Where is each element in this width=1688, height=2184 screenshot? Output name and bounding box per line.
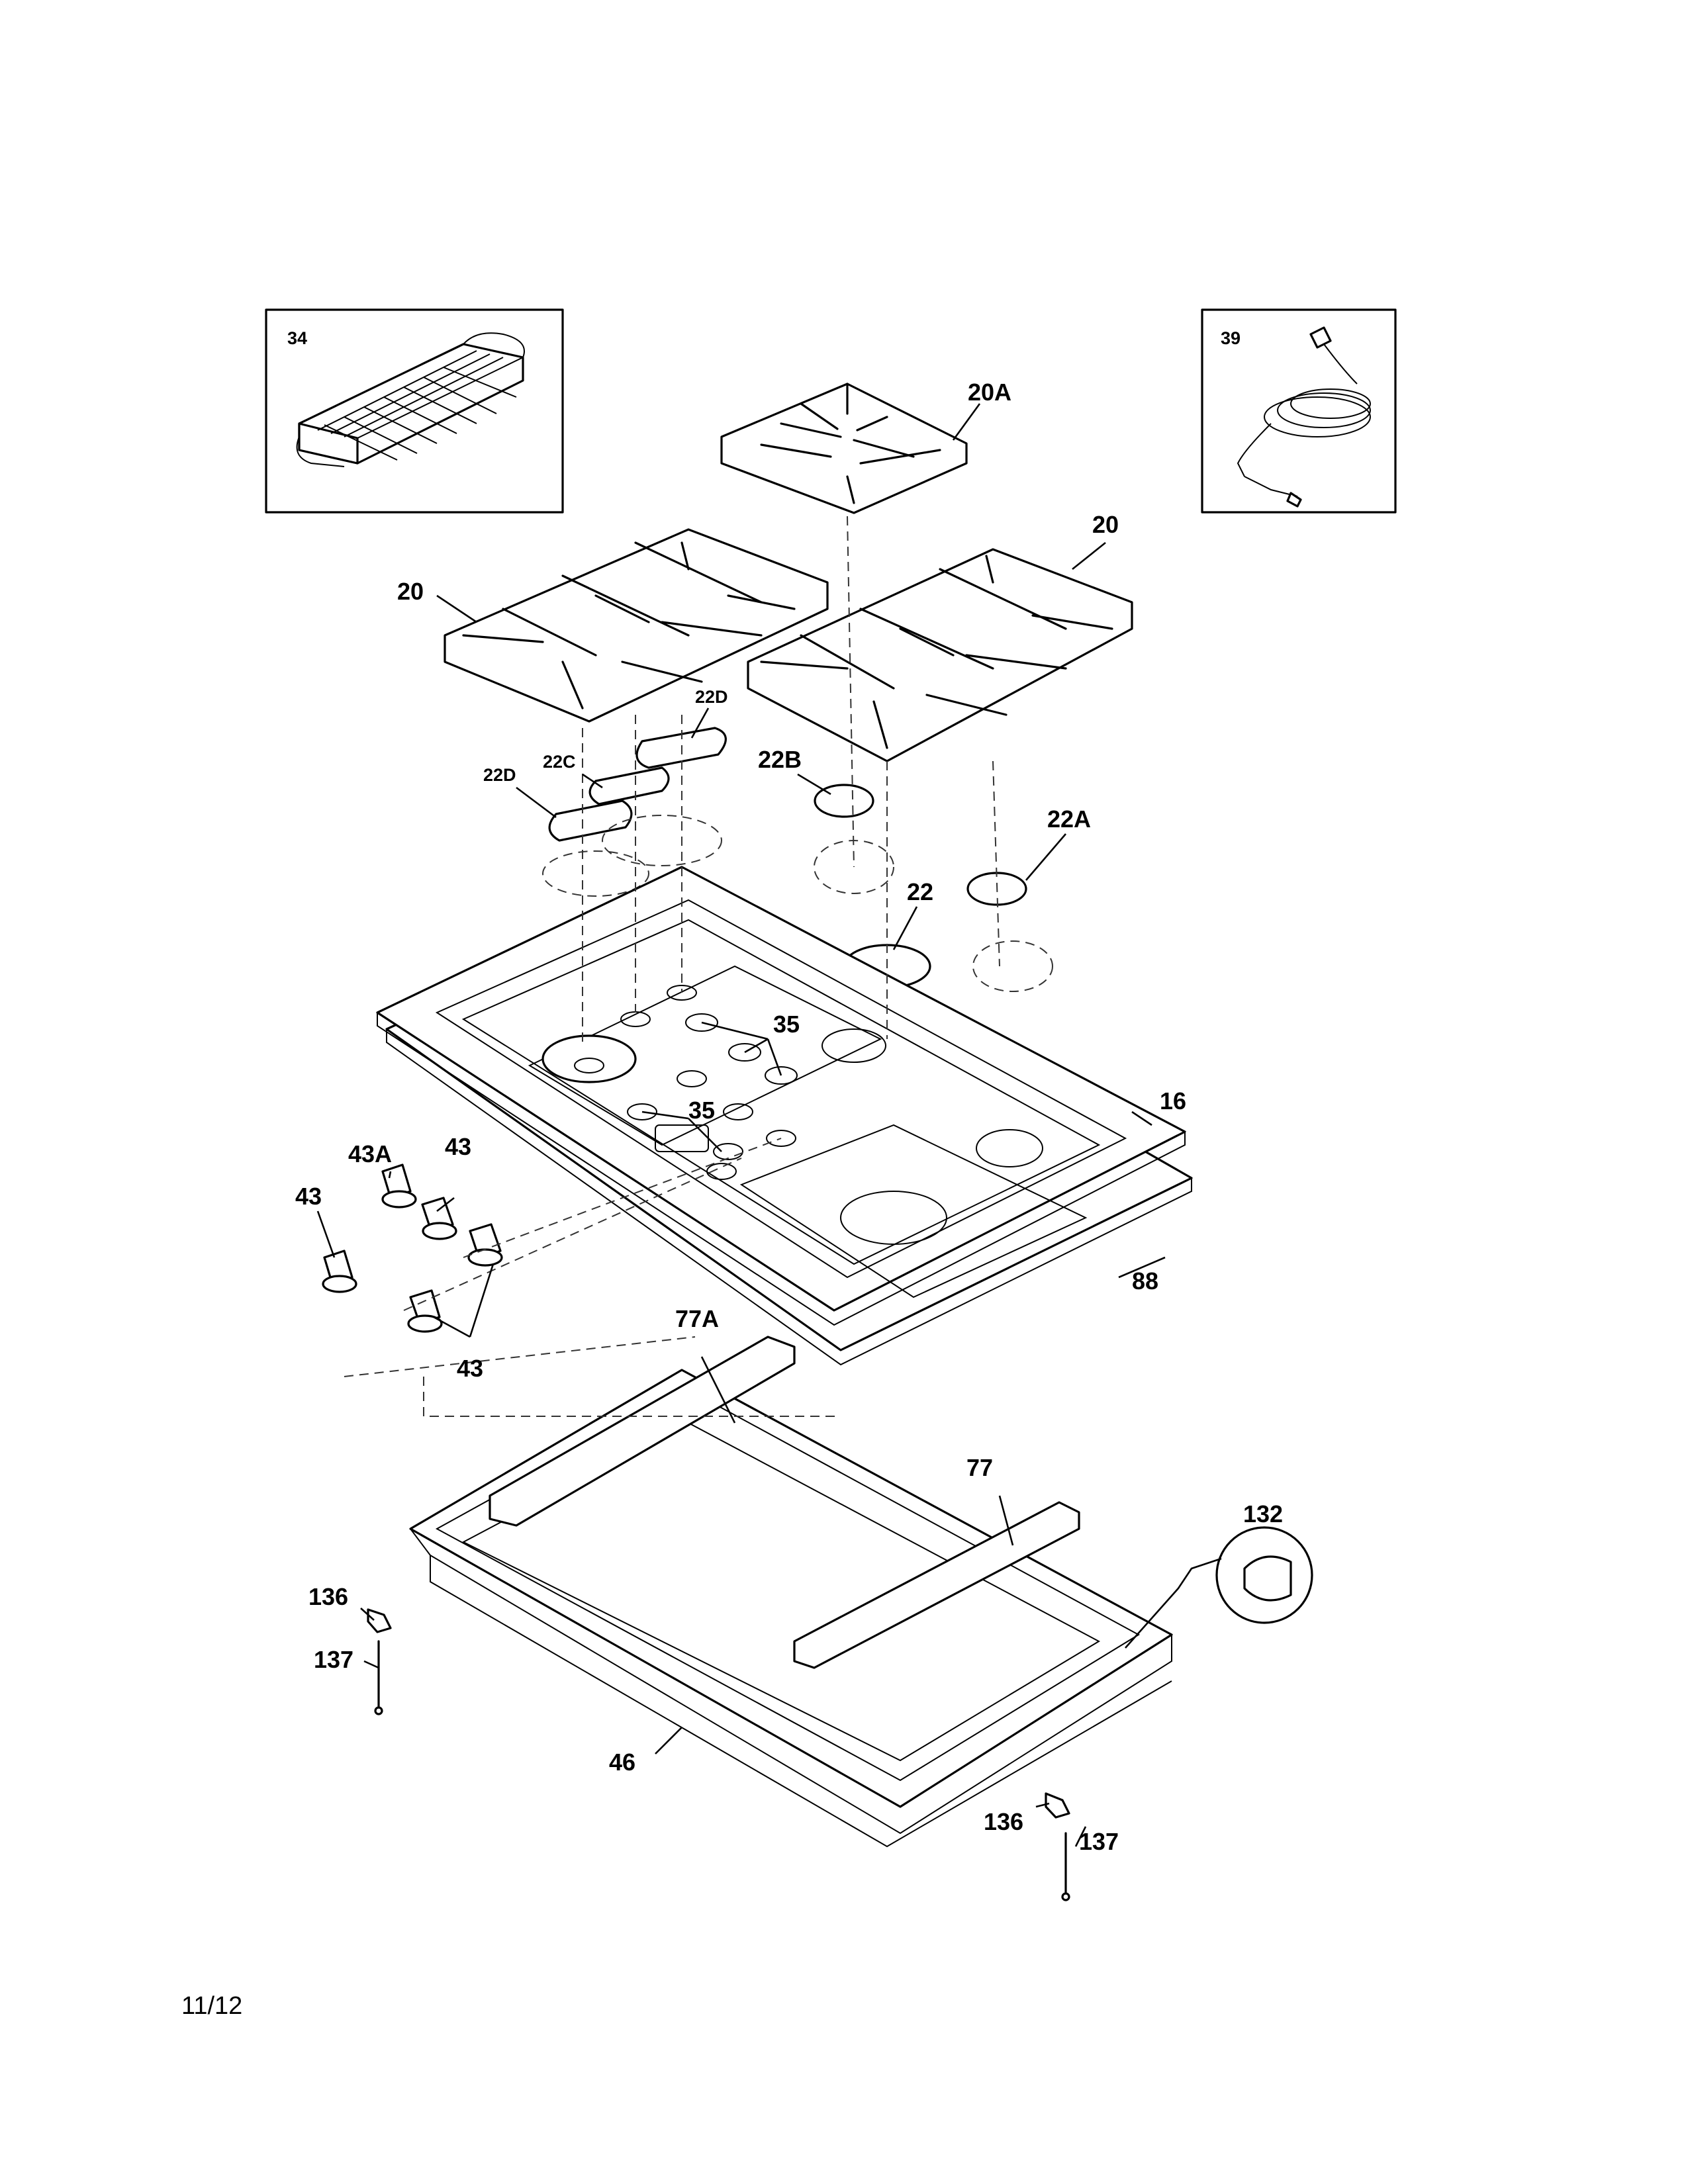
callout-77A: 77A bbox=[675, 1305, 719, 1332]
power-cord-icon bbox=[1237, 326, 1371, 508]
knob-43-lower bbox=[407, 1289, 443, 1333]
callout-77: 77 bbox=[966, 1454, 993, 1481]
callout-46: 46 bbox=[609, 1749, 635, 1776]
callout-22B: 22B bbox=[758, 746, 802, 773]
callout-22A: 22A bbox=[1047, 805, 1091, 833]
bracket-77 bbox=[793, 1501, 1080, 1669]
callout-136-right: 136 bbox=[984, 1808, 1023, 1835]
callout-22D-left: 22D bbox=[483, 765, 516, 785]
knob-43-upper bbox=[421, 1197, 457, 1240]
grate-20A bbox=[720, 383, 968, 514]
callout-22D-top: 22D bbox=[695, 687, 728, 707]
callout-137-right: 137 bbox=[1079, 1828, 1119, 1855]
power-cord-inset: 39 bbox=[1201, 308, 1397, 514]
callout-34: 34 bbox=[287, 328, 307, 348]
callout-43A: 43A bbox=[348, 1140, 392, 1167]
callout-35-bottom: 35 bbox=[688, 1097, 715, 1124]
callout-43-left: 43 bbox=[295, 1183, 322, 1210]
burner-cap-22C bbox=[588, 766, 670, 805]
screw-137-left bbox=[374, 1640, 383, 1715]
screw-137-right bbox=[1061, 1832, 1070, 1901]
callout-22C: 22C bbox=[543, 752, 576, 772]
griddle-inset-frame bbox=[265, 308, 564, 514]
callout-16: 16 bbox=[1160, 1087, 1186, 1115]
clamp-136-right bbox=[1045, 1792, 1070, 1819]
page-code: 11/12 bbox=[181, 1992, 243, 2020]
burner-heads-left bbox=[542, 815, 722, 897]
callout-137-left: 137 bbox=[314, 1646, 353, 1673]
burner-cap-22D-left bbox=[548, 799, 633, 842]
callout-35-top: 35 bbox=[773, 1011, 800, 1038]
callout-43-upper: 43 bbox=[445, 1133, 471, 1160]
knob-43-left bbox=[322, 1250, 357, 1293]
callout-39: 39 bbox=[1221, 328, 1241, 348]
callout-43-lower: 43 bbox=[457, 1355, 483, 1382]
callout-20-right: 20 bbox=[1092, 511, 1119, 538]
callout-88: 88 bbox=[1132, 1267, 1158, 1295]
alignment-lines bbox=[344, 516, 1000, 1417]
callout-22: 22 bbox=[907, 878, 933, 905]
griddle-inset: 34 bbox=[265, 308, 564, 514]
knob-43A bbox=[381, 1163, 417, 1208]
burner-box-46 bbox=[409, 1369, 1173, 1848]
burner-head-22A bbox=[972, 940, 1053, 992]
grate-20-left bbox=[444, 528, 829, 723]
callout-132: 132 bbox=[1243, 1500, 1283, 1527]
callout-20-left: 20 bbox=[397, 578, 424, 605]
callout-136-left: 136 bbox=[308, 1583, 348, 1610]
bracket-77A bbox=[489, 1336, 796, 1527]
clip-132-detail bbox=[1215, 1526, 1313, 1624]
cooktop-16 bbox=[376, 866, 1186, 1326]
clamp-136-left bbox=[367, 1608, 392, 1633]
callout-20A: 20A bbox=[968, 379, 1011, 406]
power-cord-inset-frame bbox=[1201, 308, 1397, 514]
griddle-icon bbox=[296, 332, 525, 467]
leader-lines bbox=[316, 403, 1222, 1847]
